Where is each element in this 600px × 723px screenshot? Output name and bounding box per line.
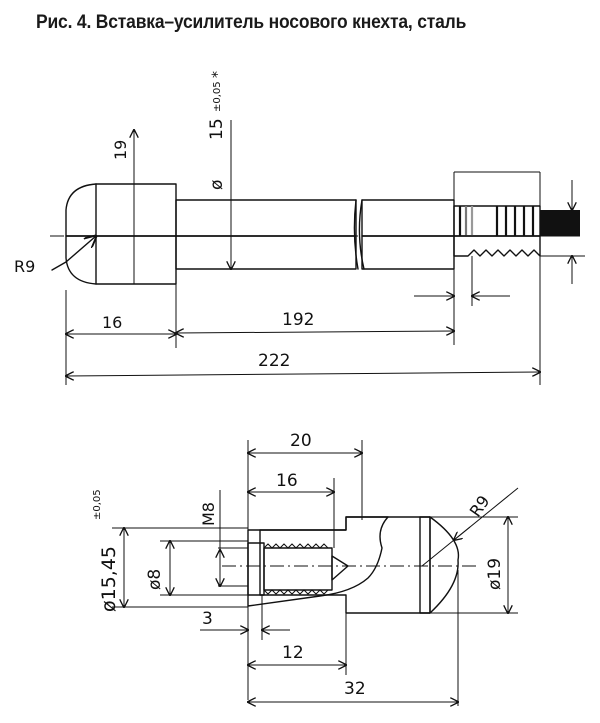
cap-radius-label: R9 — [466, 492, 494, 520]
shaft-threaded-end — [453, 205, 580, 257]
thread-label: M8 — [199, 502, 218, 526]
shaft-head — [65, 183, 177, 285]
radius-label: R9 — [14, 257, 35, 276]
bore-depth-label: 20 — [290, 431, 312, 451]
total-length-label: 222 — [258, 351, 290, 371]
shaft-tolerance-label: ±0,05 — [212, 81, 223, 112]
chamfer-label: 3 — [202, 609, 213, 629]
ball-head — [419, 516, 460, 614]
figure-caption: Рис. 4. Вставка–усилитель носового кнехт… — [36, 12, 467, 33]
bore-diameter-label: ø15,45 — [98, 546, 120, 612]
section-fill — [247, 516, 389, 607]
shaft-diameter-symbol: ø — [207, 180, 227, 190]
head-diameter-label: 19 — [111, 140, 130, 160]
cap-total-length-label: 32 — [344, 679, 366, 699]
shaft-tolerance-mark: * — [210, 71, 226, 78]
shaft-body — [175, 199, 455, 270]
thread-depth-label: 16 — [276, 471, 298, 491]
head-length-label: 16 — [102, 313, 122, 332]
insert-cap-drawing: ø15,45 ±0,05 ø8 M8 20 16 3 12 32 — [92, 431, 519, 706]
shaft-drawing: R9 19 ø 15 ±0,05 * 16 192 222 — [14, 71, 585, 385]
cap-head-diameter-label: ø19 — [485, 558, 505, 590]
shaft-diameter-label: 15 — [207, 118, 227, 140]
thread-bore-label: ø8 — [145, 569, 165, 590]
radius-leader — [65, 236, 96, 263]
step-length-label: 12 — [282, 643, 304, 663]
shaft-length-label: 192 — [282, 310, 314, 330]
bore-tolerance-label: ±0,05 — [92, 489, 103, 520]
